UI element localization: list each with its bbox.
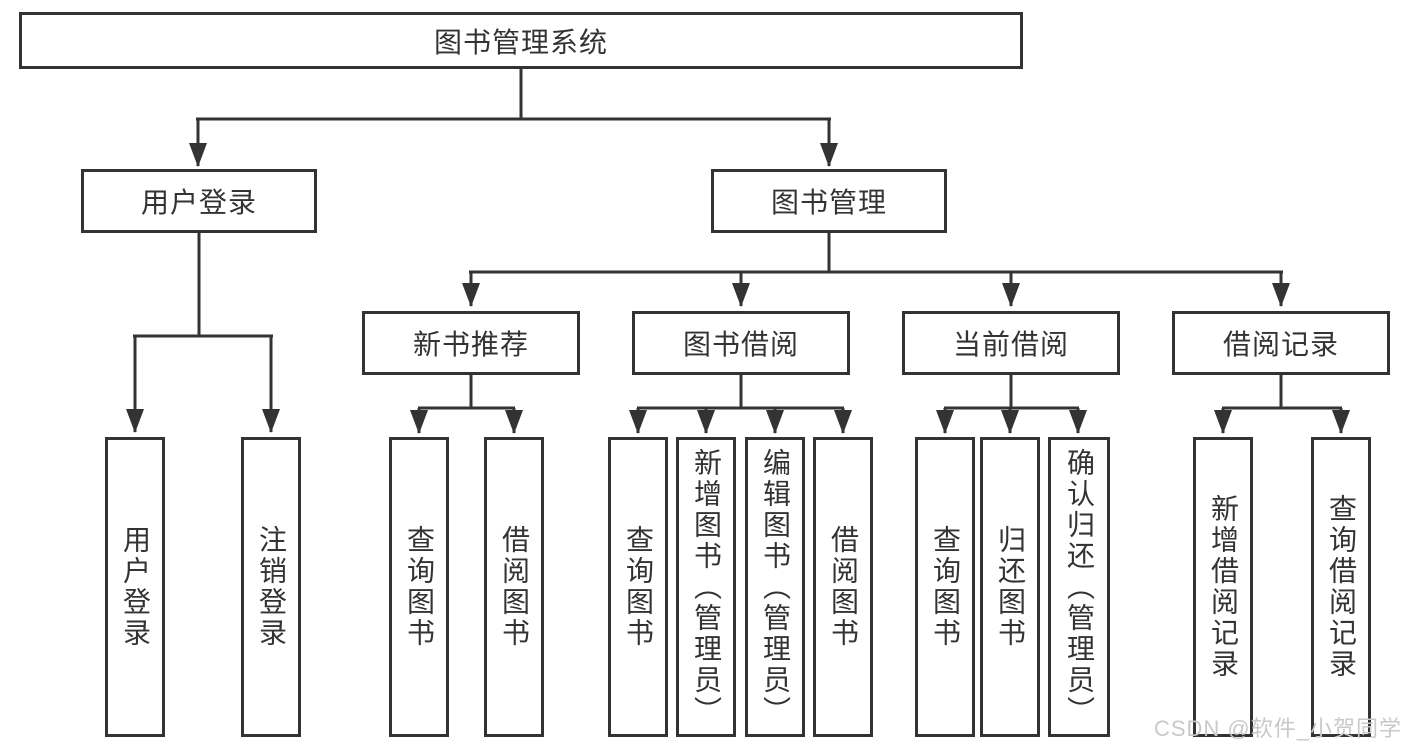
leaf-return-book-label: 归还图书 [995, 525, 1026, 649]
leaf-logout-label: 注销登录 [256, 525, 287, 649]
leaf-add-book-admin: 新增图书（管理员） [676, 437, 736, 737]
node-new-book-recommend-label: 新书推荐 [412, 329, 529, 360]
leaf-borrow-books-2: 借阅图书 [813, 437, 873, 737]
leaf-add-borrow-record-label: 新增借阅记录 [1208, 494, 1239, 680]
leaf-query-books-3-label: 查询图书 [930, 525, 961, 649]
leaf-query-borrow-record: 查询借阅记录 [1311, 437, 1371, 737]
node-current-borrow: 当前借阅 [902, 311, 1120, 375]
node-book-management: 图书管理 [711, 169, 947, 233]
leaf-user-login-label: 用户登录 [120, 525, 151, 649]
node-book-borrow-label: 图书借阅 [682, 329, 799, 360]
leaf-query-books-1: 查询图书 [389, 437, 449, 737]
node-borrow-records: 借阅记录 [1172, 311, 1390, 375]
leaf-query-books-2-label: 查询图书 [623, 525, 654, 649]
leaf-user-login: 用户登录 [105, 437, 165, 737]
leaf-borrow-books-2-label: 借阅图书 [828, 525, 859, 649]
leaf-return-book: 归还图书 [980, 437, 1040, 737]
leaf-edit-book-admin: 编辑图书（管理员） [745, 437, 805, 737]
node-root-label: 图书管理系统 [433, 26, 608, 58]
node-book-borrow: 图书借阅 [632, 311, 850, 375]
leaf-add-book-admin-label: 新增图书（管理员） [691, 447, 722, 727]
node-new-book-recommend: 新书推荐 [362, 311, 580, 375]
node-current-borrow-label: 当前借阅 [952, 329, 1069, 360]
leaf-edit-book-admin-label: 编辑图书（管理员） [760, 447, 791, 727]
node-user-login-label: 用户登录 [140, 187, 257, 218]
leaf-query-books-2: 查询图书 [608, 437, 668, 737]
node-user-login: 用户登录 [81, 169, 317, 233]
leaf-borrow-books-1-label: 借阅图书 [499, 525, 530, 649]
leaf-logout: 注销登录 [241, 437, 301, 737]
leaf-add-borrow-record: 新增借阅记录 [1193, 437, 1253, 737]
node-book-management-label: 图书管理 [770, 187, 887, 218]
leaf-borrow-books-1: 借阅图书 [484, 437, 544, 737]
leaf-confirm-return-admin-label: 确认归还（管理员） [1064, 447, 1095, 727]
leaf-query-books-3: 查询图书 [915, 437, 975, 737]
leaf-confirm-return-admin: 确认归还（管理员） [1048, 437, 1110, 737]
leaf-query-borrow-record-label: 查询借阅记录 [1326, 494, 1357, 680]
node-borrow-records-label: 借阅记录 [1222, 329, 1339, 360]
node-root: 图书管理系统 [19, 12, 1023, 69]
leaf-query-books-1-label: 查询图书 [404, 525, 435, 649]
watermark: CSDN @软件_小贺同学 [1153, 716, 1402, 741]
